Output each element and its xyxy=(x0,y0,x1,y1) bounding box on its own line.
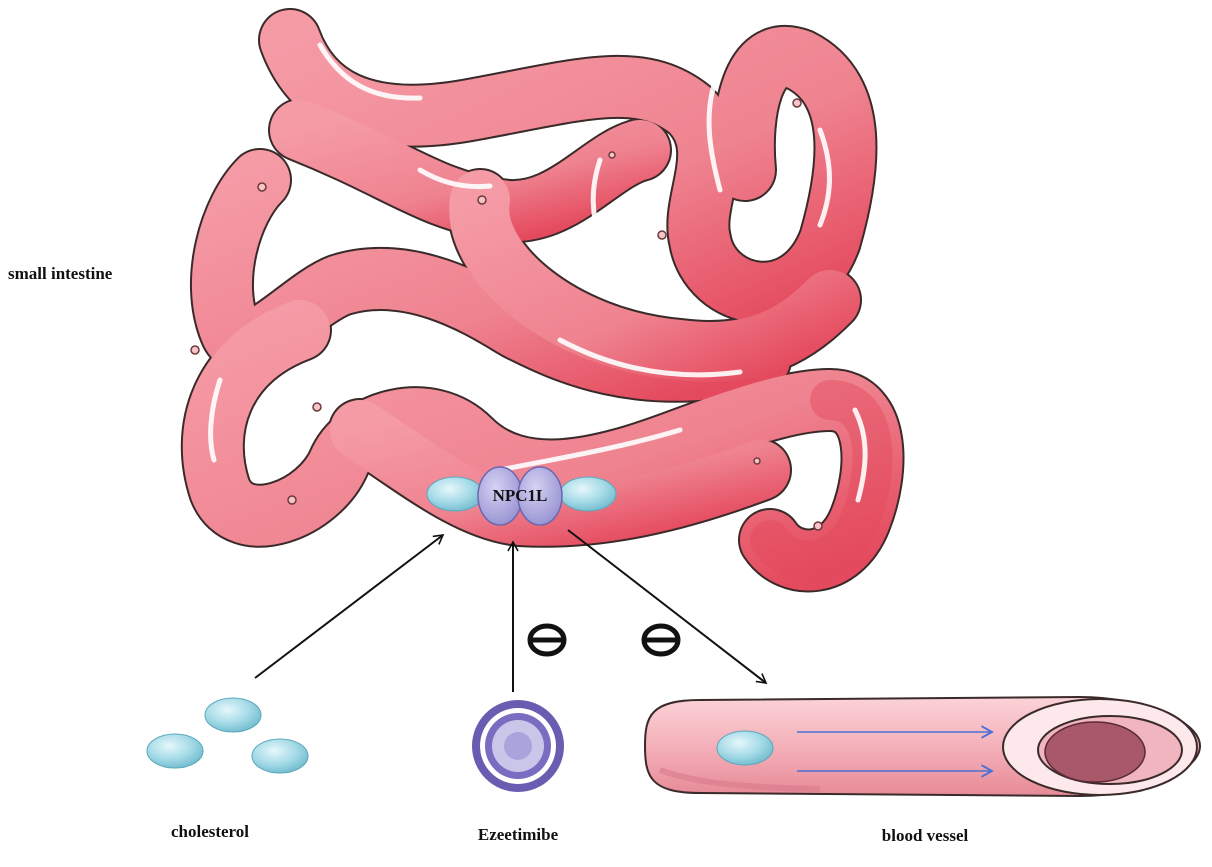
arrows xyxy=(254,529,768,692)
inhibition-symbol-ezetimibe xyxy=(527,623,567,657)
inhibition-symbol-transport xyxy=(641,623,681,657)
cholesterol-molecule-right xyxy=(559,476,617,512)
blood-vessel-illustration xyxy=(643,695,1202,798)
cholesterol-in-blood xyxy=(716,730,774,766)
npc1l-subunit-right xyxy=(517,466,563,526)
npc1l-label: NPC1L xyxy=(493,486,548,505)
cholesterol-uptake-arrow xyxy=(254,534,445,679)
cholesterol-molecule xyxy=(251,738,309,774)
cholesterol-label: cholesterol xyxy=(171,822,249,841)
cholesterol-molecule-left xyxy=(426,476,484,512)
cholesterol-molecule xyxy=(146,733,204,769)
npc1l-transporter: NPC1L xyxy=(426,466,617,526)
small-intestine-label: small intestine xyxy=(8,264,113,283)
ezetimibe-label: Ezeetimibe xyxy=(478,825,559,844)
cholesterol-molecule xyxy=(204,697,262,733)
transport-to-blood-arrow xyxy=(567,529,768,685)
blood-vessel-label: blood vessel xyxy=(882,826,969,845)
ezetimibe-molecule xyxy=(472,700,564,792)
cholesterol-group xyxy=(146,697,309,774)
